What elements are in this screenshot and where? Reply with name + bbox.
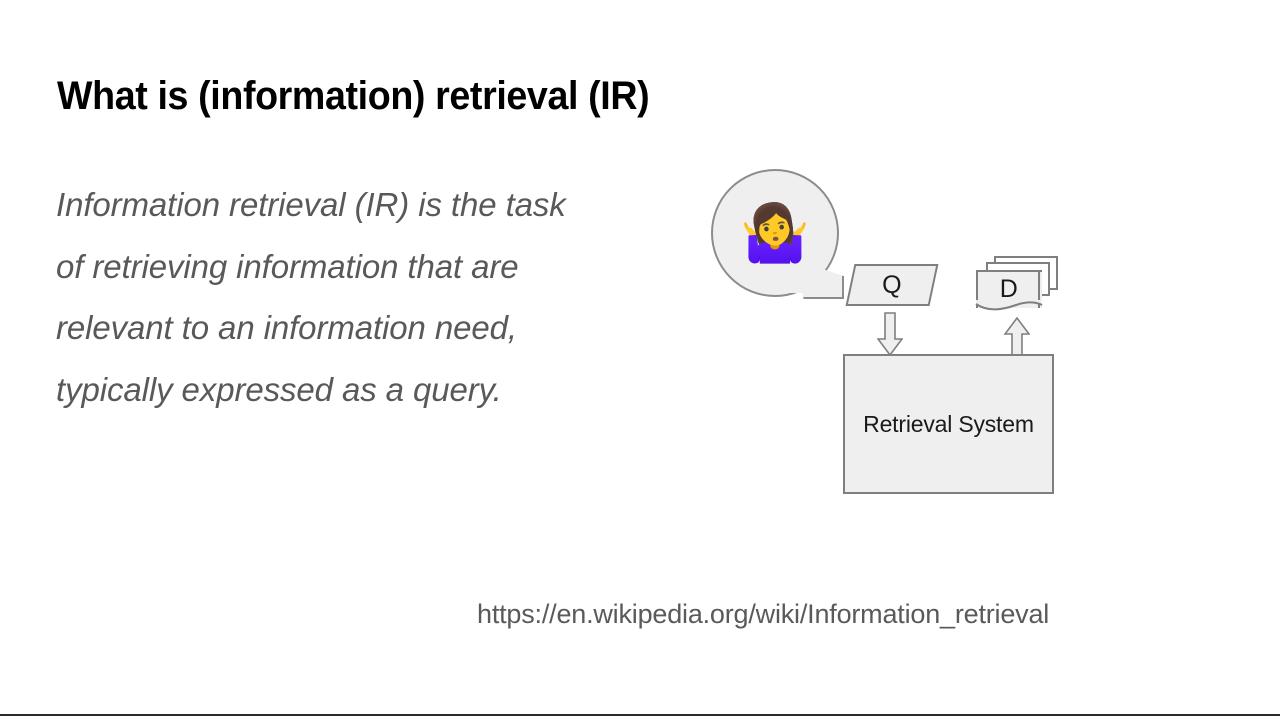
source-url: https://en.wikipedia.org/wiki/Informatio… [477, 599, 1050, 629]
definition-paragraph: Information retrieval (IR) is the task o… [56, 186, 566, 408]
user-speech-bubble: 🤷‍♀️ [711, 169, 844, 301]
speech-bubble-tail-join [789, 263, 815, 293]
documents-stack: D [975, 256, 1058, 311]
query-shape: Q [845, 264, 939, 306]
ir-process-diagram: 🤷‍♀️ Q D Retrieval System [700, 160, 1100, 520]
page-title: What is (information) retrieval (IR) [57, 74, 650, 118]
retrieval-system-label: Retrieval System [863, 410, 1034, 437]
retrieval-system-box: Retrieval System [843, 354, 1054, 494]
query-to-system-arrow-icon [877, 312, 903, 356]
query-label: Q [882, 270, 902, 299]
bottom-divider [0, 714, 1280, 716]
document-wavy-edge [975, 300, 1043, 311]
woman-shrugging-icon: 🤷‍♀️ [740, 201, 810, 264]
documents-label: D [999, 274, 1019, 303]
speech-bubble-body [711, 169, 839, 297]
